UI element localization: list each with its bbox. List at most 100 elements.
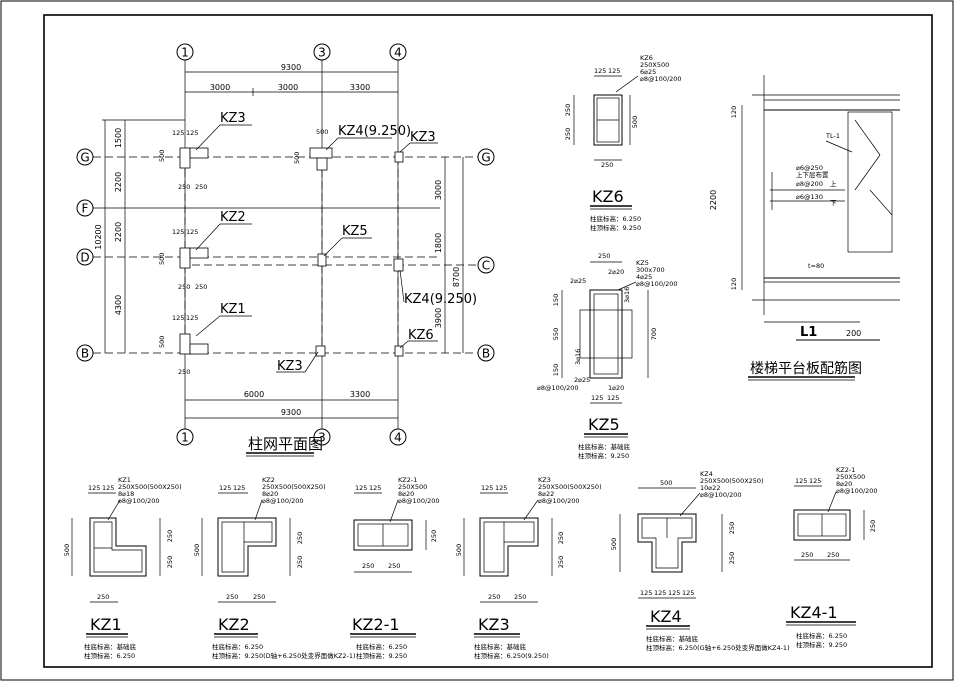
svg-text:125: 125: [608, 67, 620, 75]
svg-text:125: 125: [594, 67, 606, 75]
svg-text:125: 125: [186, 129, 198, 137]
svg-text:8⌀20: 8⌀20: [262, 490, 278, 498]
label-kz6: KZ6: [408, 328, 434, 343]
plan-title: 柱网平面图: [248, 435, 323, 453]
svg-text:⌀8@100/200: ⌀8@100/200: [537, 384, 579, 392]
kz3-section: KZ3 250X500(500X250) 8⌀22 ⌀8@100/200 125…: [455, 476, 602, 660]
kz2-1-title: KZ2-1: [352, 615, 400, 634]
plan-column-kz3-top: [179, 147, 209, 169]
svg-text:250: 250: [296, 556, 304, 568]
svg-text:⌀8@100/200: ⌀8@100/200: [538, 497, 580, 505]
svg-text:2⌀20: 2⌀20: [608, 268, 624, 276]
svg-text:4⌀25: 4⌀25: [636, 273, 652, 281]
svg-text:1: 1: [181, 46, 189, 60]
svg-text:G: G: [80, 151, 89, 165]
svg-text:250: 250: [827, 551, 839, 559]
svg-text:125: 125: [172, 314, 184, 322]
svg-text:250X500: 250X500: [836, 473, 865, 481]
kz4-title: KZ4: [650, 607, 682, 626]
kz2-title: KZ2: [218, 615, 250, 634]
svg-text:8700: 8700: [452, 267, 461, 287]
svg-text:3000: 3000: [434, 180, 443, 200]
svg-text:125: 125: [102, 484, 114, 492]
svg-text:柱底标高：6.250: 柱底标高：6.250: [356, 642, 407, 651]
svg-text:250: 250: [178, 283, 190, 291]
svg-text:KZ5: KZ5: [636, 259, 649, 267]
svg-text:9300: 9300: [281, 63, 301, 72]
svg-text:1800: 1800: [434, 233, 443, 253]
svg-text:125: 125: [591, 394, 603, 402]
label-kz3-bottom: KZ3: [277, 359, 303, 374]
svg-text:3300: 3300: [350, 390, 370, 399]
svg-text:柱顶标高：9.250: 柱顶标高：9.250: [578, 451, 629, 460]
svg-text:500: 500: [316, 128, 328, 136]
svg-text:300x700: 300x700: [636, 266, 665, 274]
svg-text:250: 250: [178, 183, 190, 191]
svg-text:⌀6@130: ⌀6@130: [796, 193, 823, 201]
svg-text:125: 125: [668, 589, 680, 597]
svg-text:9300: 9300: [281, 408, 301, 417]
svg-text:250X500(500X250): 250X500(500X250): [700, 477, 764, 485]
column-grid-plan: 1 3 4 1 3 4 G F D B G C B 9300 3000 3000: [76, 43, 495, 457]
svg-text:4300: 4300: [114, 295, 123, 315]
svg-text:6⌀25: 6⌀25: [640, 68, 656, 76]
svg-text:KZ6: KZ6: [640, 54, 653, 62]
svg-text:F: F: [82, 202, 89, 216]
inner-frame: [43, 14, 933, 668]
svg-text:125: 125: [219, 484, 231, 492]
svg-text:200: 200: [846, 329, 861, 338]
svg-text:柱顶标高：9.250: 柱顶标高：9.250: [796, 640, 847, 649]
svg-text:500: 500: [660, 479, 672, 487]
svg-text:125: 125: [172, 228, 184, 236]
svg-text:125: 125: [186, 314, 198, 322]
svg-text:KZ2: KZ2: [262, 476, 275, 484]
svg-text:125: 125: [172, 129, 184, 137]
svg-text:125: 125: [369, 484, 381, 492]
stair-slab-detail: 120 2200 120 TL-1 ⌀6@250 上下层布置 ⌀8@200 上 …: [709, 75, 900, 381]
svg-text:4: 4: [394, 46, 402, 60]
svg-text:D: D: [80, 251, 89, 265]
svg-text:250: 250: [488, 593, 500, 601]
svg-text:250: 250: [388, 562, 400, 570]
svg-text:1500: 1500: [114, 128, 123, 148]
svg-text:250: 250: [226, 593, 238, 601]
svg-text:250: 250: [728, 552, 736, 564]
svg-text:125: 125: [186, 228, 198, 236]
svg-text:KZ2-1: KZ2-1: [398, 476, 417, 484]
svg-text:KZ4: KZ4: [700, 470, 713, 478]
svg-text:500: 500: [193, 544, 201, 556]
svg-text:250: 250: [601, 161, 613, 169]
kz1-section: KZ1 250X500(500X250) 8⌀18 ⌀8@100/200 125…: [63, 476, 182, 660]
svg-text:8⌀20: 8⌀20: [836, 480, 852, 488]
svg-text:柱顶标高：9.250: 柱顶标高：9.250: [590, 223, 641, 232]
kz4-1-title: KZ4-1: [790, 603, 838, 622]
svg-text:250: 250: [514, 593, 526, 601]
svg-text:500: 500: [63, 544, 71, 556]
svg-text:⌀8@200: ⌀8@200: [796, 180, 823, 188]
svg-text:上下层布置: 上下层布置: [796, 170, 829, 179]
svg-text:柱底标高：6.250: 柱底标高：6.250: [212, 642, 263, 651]
svg-text:125: 125: [495, 484, 507, 492]
svg-text:250: 250: [166, 530, 174, 542]
kz4-section: KZ4 250X500(500X250) 10⌀22 ⌀8@100/200 50…: [610, 470, 790, 652]
svg-text:150: 150: [552, 364, 560, 376]
svg-text:700: 700: [650, 328, 658, 340]
kz1-title: KZ1: [90, 615, 122, 634]
svg-text:⌀8@100/200: ⌀8@100/200: [262, 497, 304, 505]
svg-text:柱顶标高：9.250: 柱顶标高：9.250: [356, 651, 407, 660]
svg-text:B: B: [482, 347, 490, 361]
label-kz3-top: KZ3: [220, 111, 246, 126]
svg-text:⌀8@100/200: ⌀8@100/200: [836, 487, 878, 495]
svg-text:250: 250: [801, 551, 813, 559]
svg-text:2⌀25: 2⌀25: [570, 277, 586, 285]
kz2-section: KZ2 250X500(500X250) 8⌀20 ⌀8@100/200 125…: [193, 476, 356, 660]
svg-text:柱底标高：6.250: 柱底标高：6.250: [590, 214, 641, 223]
svg-text:250: 250: [362, 562, 374, 570]
svg-text:8⌀22: 8⌀22: [538, 490, 554, 498]
svg-text:500: 500: [158, 253, 166, 265]
svg-text:125: 125: [607, 394, 619, 402]
svg-text:3: 3: [318, 46, 326, 60]
svg-text:125: 125: [682, 589, 694, 597]
